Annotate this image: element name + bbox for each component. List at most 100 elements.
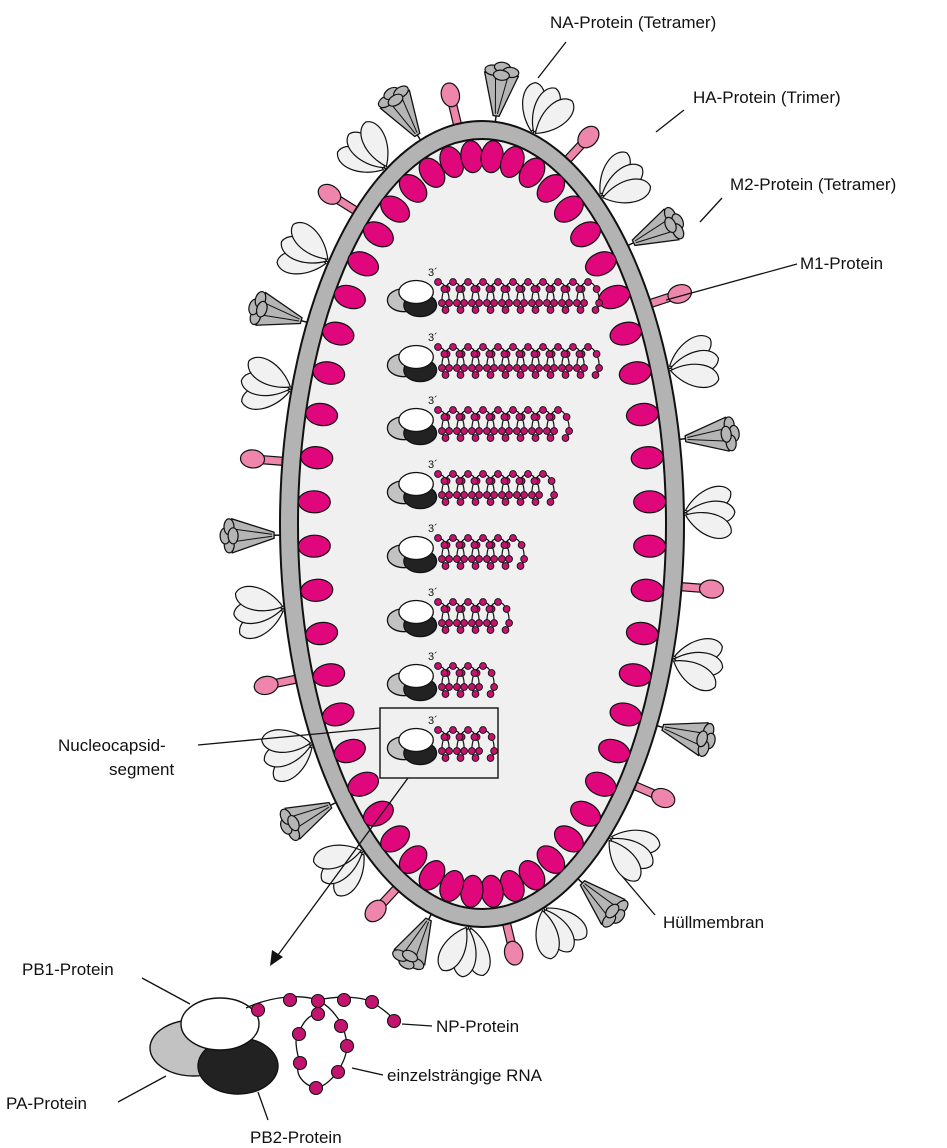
- np-bead: [510, 279, 517, 286]
- pb1-subunit: [399, 601, 433, 624]
- np-bead: [517, 563, 524, 570]
- np-bead: [561, 351, 568, 358]
- np-bead: [465, 535, 472, 542]
- np-bead: [457, 499, 464, 506]
- np-bead: [532, 499, 539, 506]
- np-bead: [480, 407, 487, 414]
- np-bead: [540, 407, 547, 414]
- np-bead: [517, 435, 524, 442]
- np-bead: [548, 478, 555, 485]
- leader-rna: [352, 1068, 383, 1075]
- np-bead-detail: [388, 1015, 401, 1028]
- np-bead: [476, 684, 483, 691]
- np-bead: [495, 279, 502, 286]
- np-bead: [486, 351, 493, 358]
- np-bead: [562, 307, 569, 314]
- np-bead: [446, 620, 453, 627]
- virion-body: [280, 121, 684, 927]
- np-bead: [502, 372, 509, 379]
- trimer-petal-icon: [679, 481, 735, 544]
- np-bead: [487, 307, 494, 314]
- np-bead: [435, 471, 442, 478]
- np-bead: [472, 435, 479, 442]
- label-pb1-protein: PB1-Protein: [22, 960, 114, 979]
- label-nucleocapsid-line2: segment: [109, 760, 174, 779]
- np-bead: [499, 492, 506, 499]
- m2-head: [253, 674, 280, 697]
- np-bead: [574, 365, 581, 372]
- np-bead: [491, 300, 498, 307]
- np-bead: [506, 492, 513, 499]
- np-bead: [442, 627, 449, 634]
- np-bead: [486, 414, 493, 421]
- np-bead: [441, 351, 448, 358]
- np-bead: [501, 286, 508, 293]
- np-bead: [529, 300, 536, 307]
- np-bead: [596, 365, 603, 372]
- tetramer-cone-icon: [478, 60, 520, 128]
- nucleocapsid-detail: [150, 994, 401, 1095]
- np-bead: [491, 620, 498, 627]
- np-bead: [441, 670, 448, 677]
- np-bead: [487, 627, 494, 634]
- np-bead: [521, 428, 528, 435]
- np-bead: [532, 372, 539, 379]
- np-bead: [476, 620, 483, 627]
- np-bead: [450, 279, 457, 286]
- np-bead: [465, 344, 472, 351]
- np-bead: [540, 471, 547, 478]
- np-bead: [521, 300, 528, 307]
- ion-channel-icon: [497, 920, 525, 967]
- ion-channel-icon: [240, 449, 285, 470]
- np-bead: [442, 563, 449, 570]
- np-bead-detail: [284, 994, 297, 1007]
- np-bead-detail: [338, 994, 351, 1007]
- np-bead: [566, 428, 573, 435]
- pb1-subunit-detail: [181, 998, 259, 1050]
- np-bead: [454, 748, 461, 755]
- np-bead: [551, 300, 558, 307]
- np-bead: [480, 279, 487, 286]
- pb1-subunit: [399, 346, 433, 369]
- np-bead: [456, 478, 463, 485]
- np-bead: [506, 300, 513, 307]
- three-prime-label: 3´: [428, 715, 438, 727]
- np-bead: [450, 407, 457, 414]
- np-bead: [446, 684, 453, 691]
- three-prime-label: 3´: [428, 523, 438, 535]
- np-bead: [577, 372, 584, 379]
- np-bead: [454, 428, 461, 435]
- ion-channel-icon: [439, 81, 467, 128]
- np-bead: [546, 351, 553, 358]
- np-bead: [502, 499, 509, 506]
- np-bead: [439, 684, 446, 691]
- label-huellmembran: Hüllmembran: [663, 913, 764, 932]
- np-bead: [502, 627, 509, 634]
- np-bead: [469, 684, 476, 691]
- np-bead: [454, 492, 461, 499]
- np-bead: [486, 606, 493, 613]
- np-bead: [516, 478, 523, 485]
- np-bead: [536, 492, 543, 499]
- pb1-subunit: [399, 473, 433, 496]
- np-bead: [435, 599, 442, 606]
- np-bead: [506, 556, 513, 563]
- matrix-protein-icon: [298, 535, 331, 558]
- np-bead: [461, 620, 468, 627]
- leader-pb2: [258, 1092, 268, 1120]
- np-bead: [456, 606, 463, 613]
- np-bead-detail: [341, 1040, 354, 1053]
- np-bead: [486, 286, 493, 293]
- np-bead: [471, 606, 478, 613]
- np-bead: [471, 286, 478, 293]
- np-bead: [581, 365, 588, 372]
- np-bead: [456, 542, 463, 549]
- np-bead: [501, 478, 508, 485]
- np-bead: [450, 471, 457, 478]
- np-bead: [450, 663, 457, 670]
- np-bead: [593, 286, 600, 293]
- np-bead: [566, 365, 573, 372]
- np-bead: [531, 351, 538, 358]
- np-bead: [544, 365, 551, 372]
